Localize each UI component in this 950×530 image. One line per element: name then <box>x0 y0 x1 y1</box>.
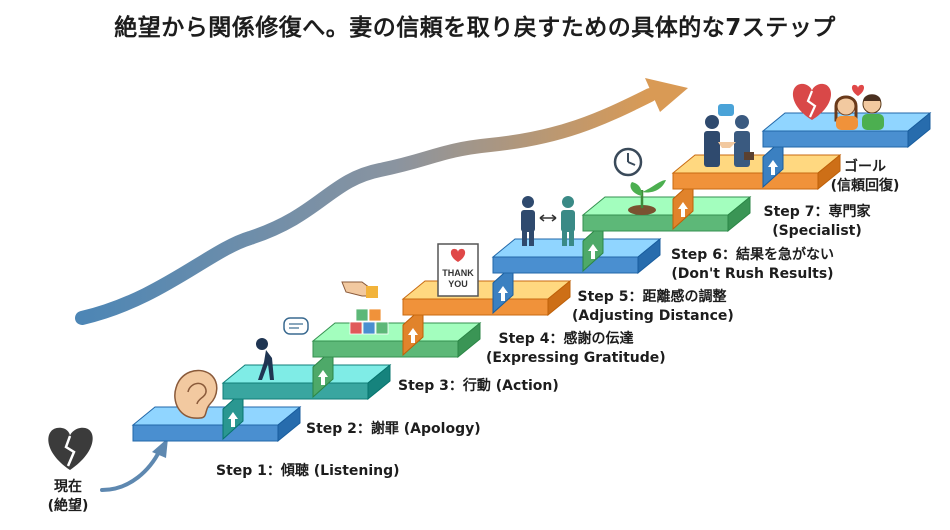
step-5-label: Step 5：距離感の調整 (Adjusting Distance) <box>572 288 734 326</box>
two-people-distance-icon <box>521 196 575 246</box>
stair-step-2 <box>221 347 392 401</box>
goal-label: ゴール (信頼回復) <box>820 158 910 196</box>
step-7-subtitle: (Specialist) <box>772 223 862 239</box>
start-label: 現在 (絶望) <box>38 478 98 516</box>
step-3-label: Step 3：行動 (Action) <box>398 377 559 396</box>
page-title: 絶望から関係修復へ。妻の信頼を取り戻すための具体的な7ステップ <box>114 15 836 41</box>
broken-heart-icon <box>48 427 93 470</box>
step-1-title: Step 1：傾聴 (Listening) <box>216 463 400 479</box>
step-1-label: Step 1：傾聴 (Listening) <box>216 462 400 481</box>
up-arrow-icon <box>498 286 508 301</box>
up-arrow-icon <box>318 370 328 385</box>
card-text-line2: YOU <box>448 279 468 289</box>
up-arrow-icon <box>408 328 418 343</box>
up-arrow-icon <box>588 244 598 259</box>
step-7-label: Step 7：専門家 (Specialist) <box>752 203 882 241</box>
step-6-title: Step 6：結果を急がない <box>671 247 834 263</box>
stair-steps <box>131 111 932 443</box>
progress-curve <box>75 88 657 325</box>
up-arrow-icon <box>228 412 238 427</box>
stair-step-5 <box>491 221 662 275</box>
building-blocks-icon <box>341 281 389 335</box>
step-3-title: Step 3：行動 (Action) <box>398 378 559 394</box>
start-label-line2: (絶望) <box>47 498 89 514</box>
start-label-line1: 現在 <box>54 479 82 495</box>
step-7-title: Step 7：専門家 <box>763 204 871 220</box>
step-5-title: Step 5：距離感の調整 <box>577 289 727 305</box>
step-4-subtitle: (Expressing Gratitude) <box>486 350 666 366</box>
goal-label-line2: (信頼回復) <box>830 178 900 194</box>
step-6-label: Step 6：結果を急がない (Don't Rush Results) <box>665 246 840 284</box>
progress-curve-arrowhead <box>645 78 688 112</box>
card-text-line1: THANK <box>442 268 474 278</box>
step-5-subtitle: (Adjusting Distance) <box>572 308 734 324</box>
goal-label-line1: ゴール <box>844 159 886 175</box>
ear-icon <box>174 369 218 419</box>
bowing-person-icon <box>256 317 309 380</box>
clock-sprout-icon <box>613 147 666 215</box>
step-4-label: Step 4：感謝の伝達 (Expressing Gratitude) <box>486 330 666 368</box>
step-2-title: Step 2：謝罪 (Apology) <box>306 421 481 437</box>
step-4-title: Step 4：感謝の伝達 <box>498 331 634 347</box>
stair-step-6 <box>581 179 752 233</box>
step-6-subtitle: (Don't Rush Results) <box>671 266 834 282</box>
handshake-icon <box>704 104 754 167</box>
start-arrow <box>100 448 162 492</box>
heart-couple-icon <box>792 83 884 130</box>
stair-step-1 <box>131 389 302 443</box>
start-arrow-head <box>152 438 168 458</box>
up-arrow-icon <box>678 202 688 217</box>
up-arrow-icon <box>768 160 778 175</box>
step-2-label: Step 2：謝罪 (Apology) <box>306 420 481 439</box>
